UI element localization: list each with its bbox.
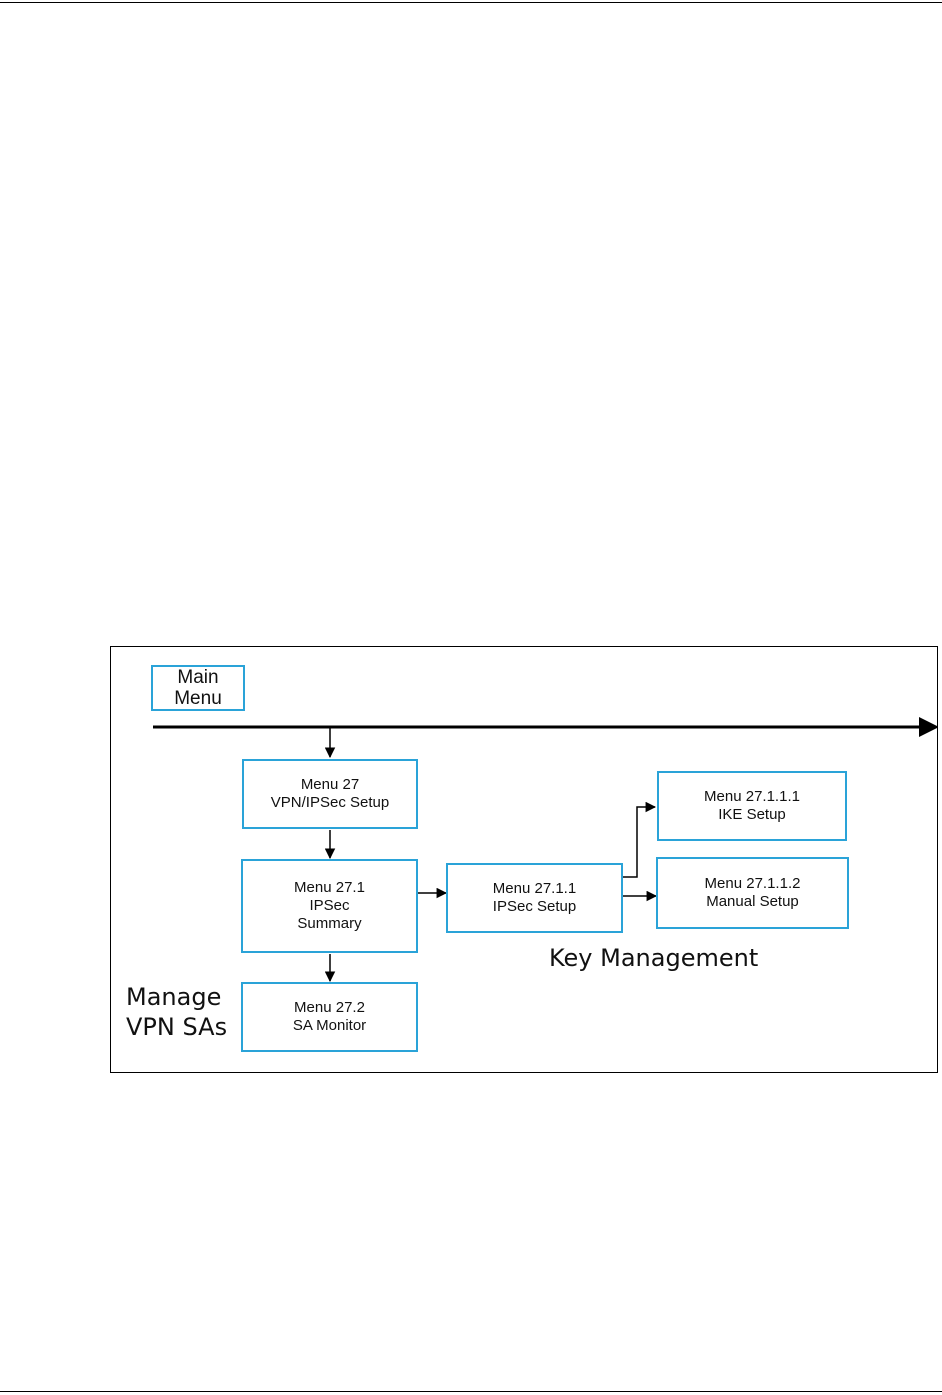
node-menu-27-1-1-2-line-2: Manual Setup (706, 893, 799, 910)
node-menu-27-1-1-2-line-1: Menu 27.1.1.2 (704, 875, 801, 892)
node-menu-27-2-line-1: Menu 27.2 (294, 999, 365, 1016)
main-menu-flow-arrowhead (919, 717, 937, 737)
key-management-label: Key Management (549, 944, 759, 972)
node-menu-27-1-line-3: Summary (297, 915, 362, 932)
node-menu-27-1-1: Menu 27.1.1 IPSec Setup (446, 863, 623, 933)
node-menu-27-1-1-2: Menu 27.1.1.2 Manual Setup (656, 857, 849, 929)
node-menu-27-line-2: VPN/IPSec Setup (270, 794, 390, 811)
node-menu-27-1-line-1: Menu 27.1 (294, 879, 365, 896)
header-rule (0, 2, 942, 3)
manage-vpn-sas-label: Manage VPN SAs (126, 982, 227, 1042)
node-menu-27-1-1-1: Menu 27.1.1.1 IKE Setup (657, 771, 847, 841)
node-main-menu: Main Menu (151, 665, 245, 711)
footer-rule (0, 1391, 942, 1392)
manage-vpn-sas-line-1: Manage (126, 983, 222, 1011)
manage-vpn-sas-line-2: VPN SAs (126, 1013, 228, 1041)
node-menu-27-1-1-1-line-2: IKE Setup (718, 806, 786, 823)
node-main-menu-line-2: Menu (174, 688, 222, 709)
node-menu-27: Menu 27 VPN/IPSec Setup (242, 759, 418, 829)
node-menu-27-1: Menu 27.1 IPSec Summary (241, 859, 418, 953)
node-menu-27-line-1: Menu 27 (300, 776, 360, 793)
menu-diagram-frame: Main Menu Menu 27 VPN/IPSec Setup Menu 2… (110, 646, 938, 1073)
node-menu-27-1-1-1-line-1: Menu 27.1.1.1 (704, 788, 800, 805)
node-menu-27-2-line-2: SA Monitor (292, 1017, 367, 1034)
node-menu-27-1-line-2: IPSec (309, 897, 350, 914)
node-menu-27-1-1-line-1: Menu 27.1.1 (492, 880, 577, 897)
connector-layer (153, 717, 937, 983)
node-menu-27-1-1-line-2: IPSec Setup (492, 898, 577, 915)
edge-27-1-1-to-27-1-1-1 (623, 801, 657, 878)
node-main-menu-line-1: Main (177, 667, 219, 688)
node-menu-27-2: Menu 27.2 SA Monitor (241, 982, 418, 1052)
